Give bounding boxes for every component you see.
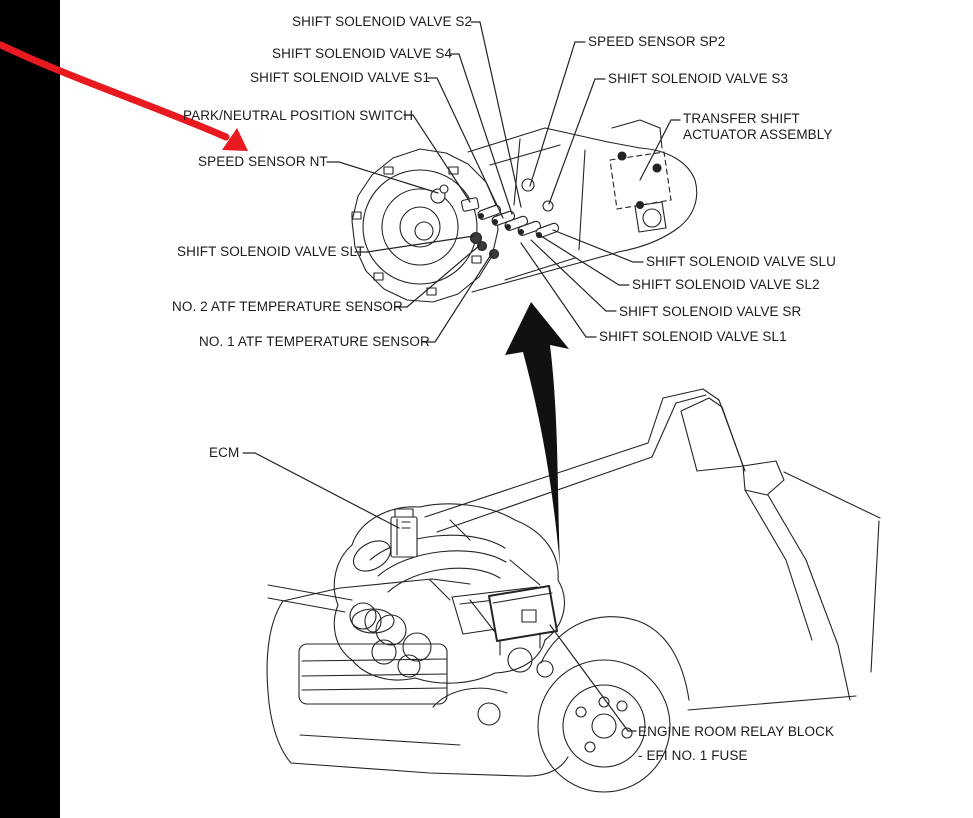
leader-no2-atf-temperature-sensor — [394, 244, 481, 308]
red-annotation-arrow-icon — [0, 41, 248, 151]
callout-transfer-shift-actuator-assembly: TRANSFER SHIFT ACTUATOR ASSEMBLY — [683, 111, 833, 142]
callout-shift-solenoid-valve-slu: SHIFT SOLENOID VALVE SLU — [646, 254, 836, 269]
callout-shift-solenoid-valve-slt: SHIFT SOLENOID VALVE SLT — [177, 244, 365, 259]
callout-no2-atf-temperature-sensor: NO. 2 ATF TEMPERATURE SENSOR — [172, 299, 403, 314]
callout-ecm: ECM — [209, 445, 240, 460]
left-black-border — [0, 0, 60, 818]
callout-park-neutral-position-switch: PARK/NEUTRAL POSITION SWITCH — [183, 108, 414, 123]
leader-shift-solenoid-valve-slt — [354, 235, 475, 253]
leader-shift-solenoid-valve-s2 — [470, 21, 522, 208]
leader-park-neutral-position-switch — [403, 114, 471, 203]
callout-shift-solenoid-valve-sl1: SHIFT SOLENOID VALVE SL1 — [599, 329, 787, 344]
leader-shift-solenoid-valve-s3 — [548, 78, 606, 205]
callout-shift-solenoid-valve-sr: SHIFT SOLENOID VALVE SR — [619, 304, 802, 319]
transmission-illustration — [351, 119, 698, 303]
leader-shift-solenoid-valve-slu — [552, 229, 644, 263]
leader-engine-room-relay-block — [549, 624, 637, 732]
callout-efi-no-1-fuse: - EFI NO. 1 FUSE — [638, 748, 748, 763]
engine-room-relay-block — [488, 585, 558, 656]
leader-shift-solenoid-valve-s4 — [449, 53, 513, 215]
callout-no1-atf-temperature-sensor: NO. 1 ATF TEMPERATURE SENSOR — [199, 334, 430, 349]
callout-leader-lines — [242, 21, 681, 732]
callout-engine-room-relay-block: ENGINE ROOM RELAY BLOCK — [638, 724, 835, 739]
leader-speed-sensor-nt — [326, 161, 439, 194]
callout-speed-sensor-nt: SPEED SENSOR NT — [198, 154, 328, 169]
leader-transfer-shift-actuator — [639, 119, 681, 181]
callout-shift-solenoid-valve-s3: SHIFT SOLENOID VALVE S3 — [608, 71, 789, 86]
up-arrow-icon — [505, 302, 569, 566]
callout-speed-sensor-sp2: SPEED SENSOR SP2 — [588, 34, 726, 49]
leader-shift-solenoid-valve-sl2 — [540, 235, 630, 286]
leader-shift-solenoid-valve-sr — [530, 239, 617, 312]
leader-speed-sensor-sp2 — [529, 41, 586, 187]
leader-no1-atf-temperature-sensor — [422, 252, 493, 343]
callout-shift-solenoid-valve-s2: SHIFT SOLENOID VALVE S2 — [292, 14, 473, 29]
leader-ecm — [242, 452, 400, 529]
callout-shift-solenoid-valve-s4: SHIFT SOLENOID VALVE S4 — [272, 46, 453, 61]
leader-shift-solenoid-valve-s1 — [427, 77, 504, 219]
callout-shift-solenoid-valve-s1: SHIFT SOLENOID VALVE S1 — [250, 70, 431, 85]
leader-shift-solenoid-valve-sl1 — [520, 242, 597, 338]
ecm-module — [390, 508, 418, 558]
callout-shift-solenoid-valve-sl2: SHIFT SOLENOID VALVE SL2 — [632, 277, 820, 292]
